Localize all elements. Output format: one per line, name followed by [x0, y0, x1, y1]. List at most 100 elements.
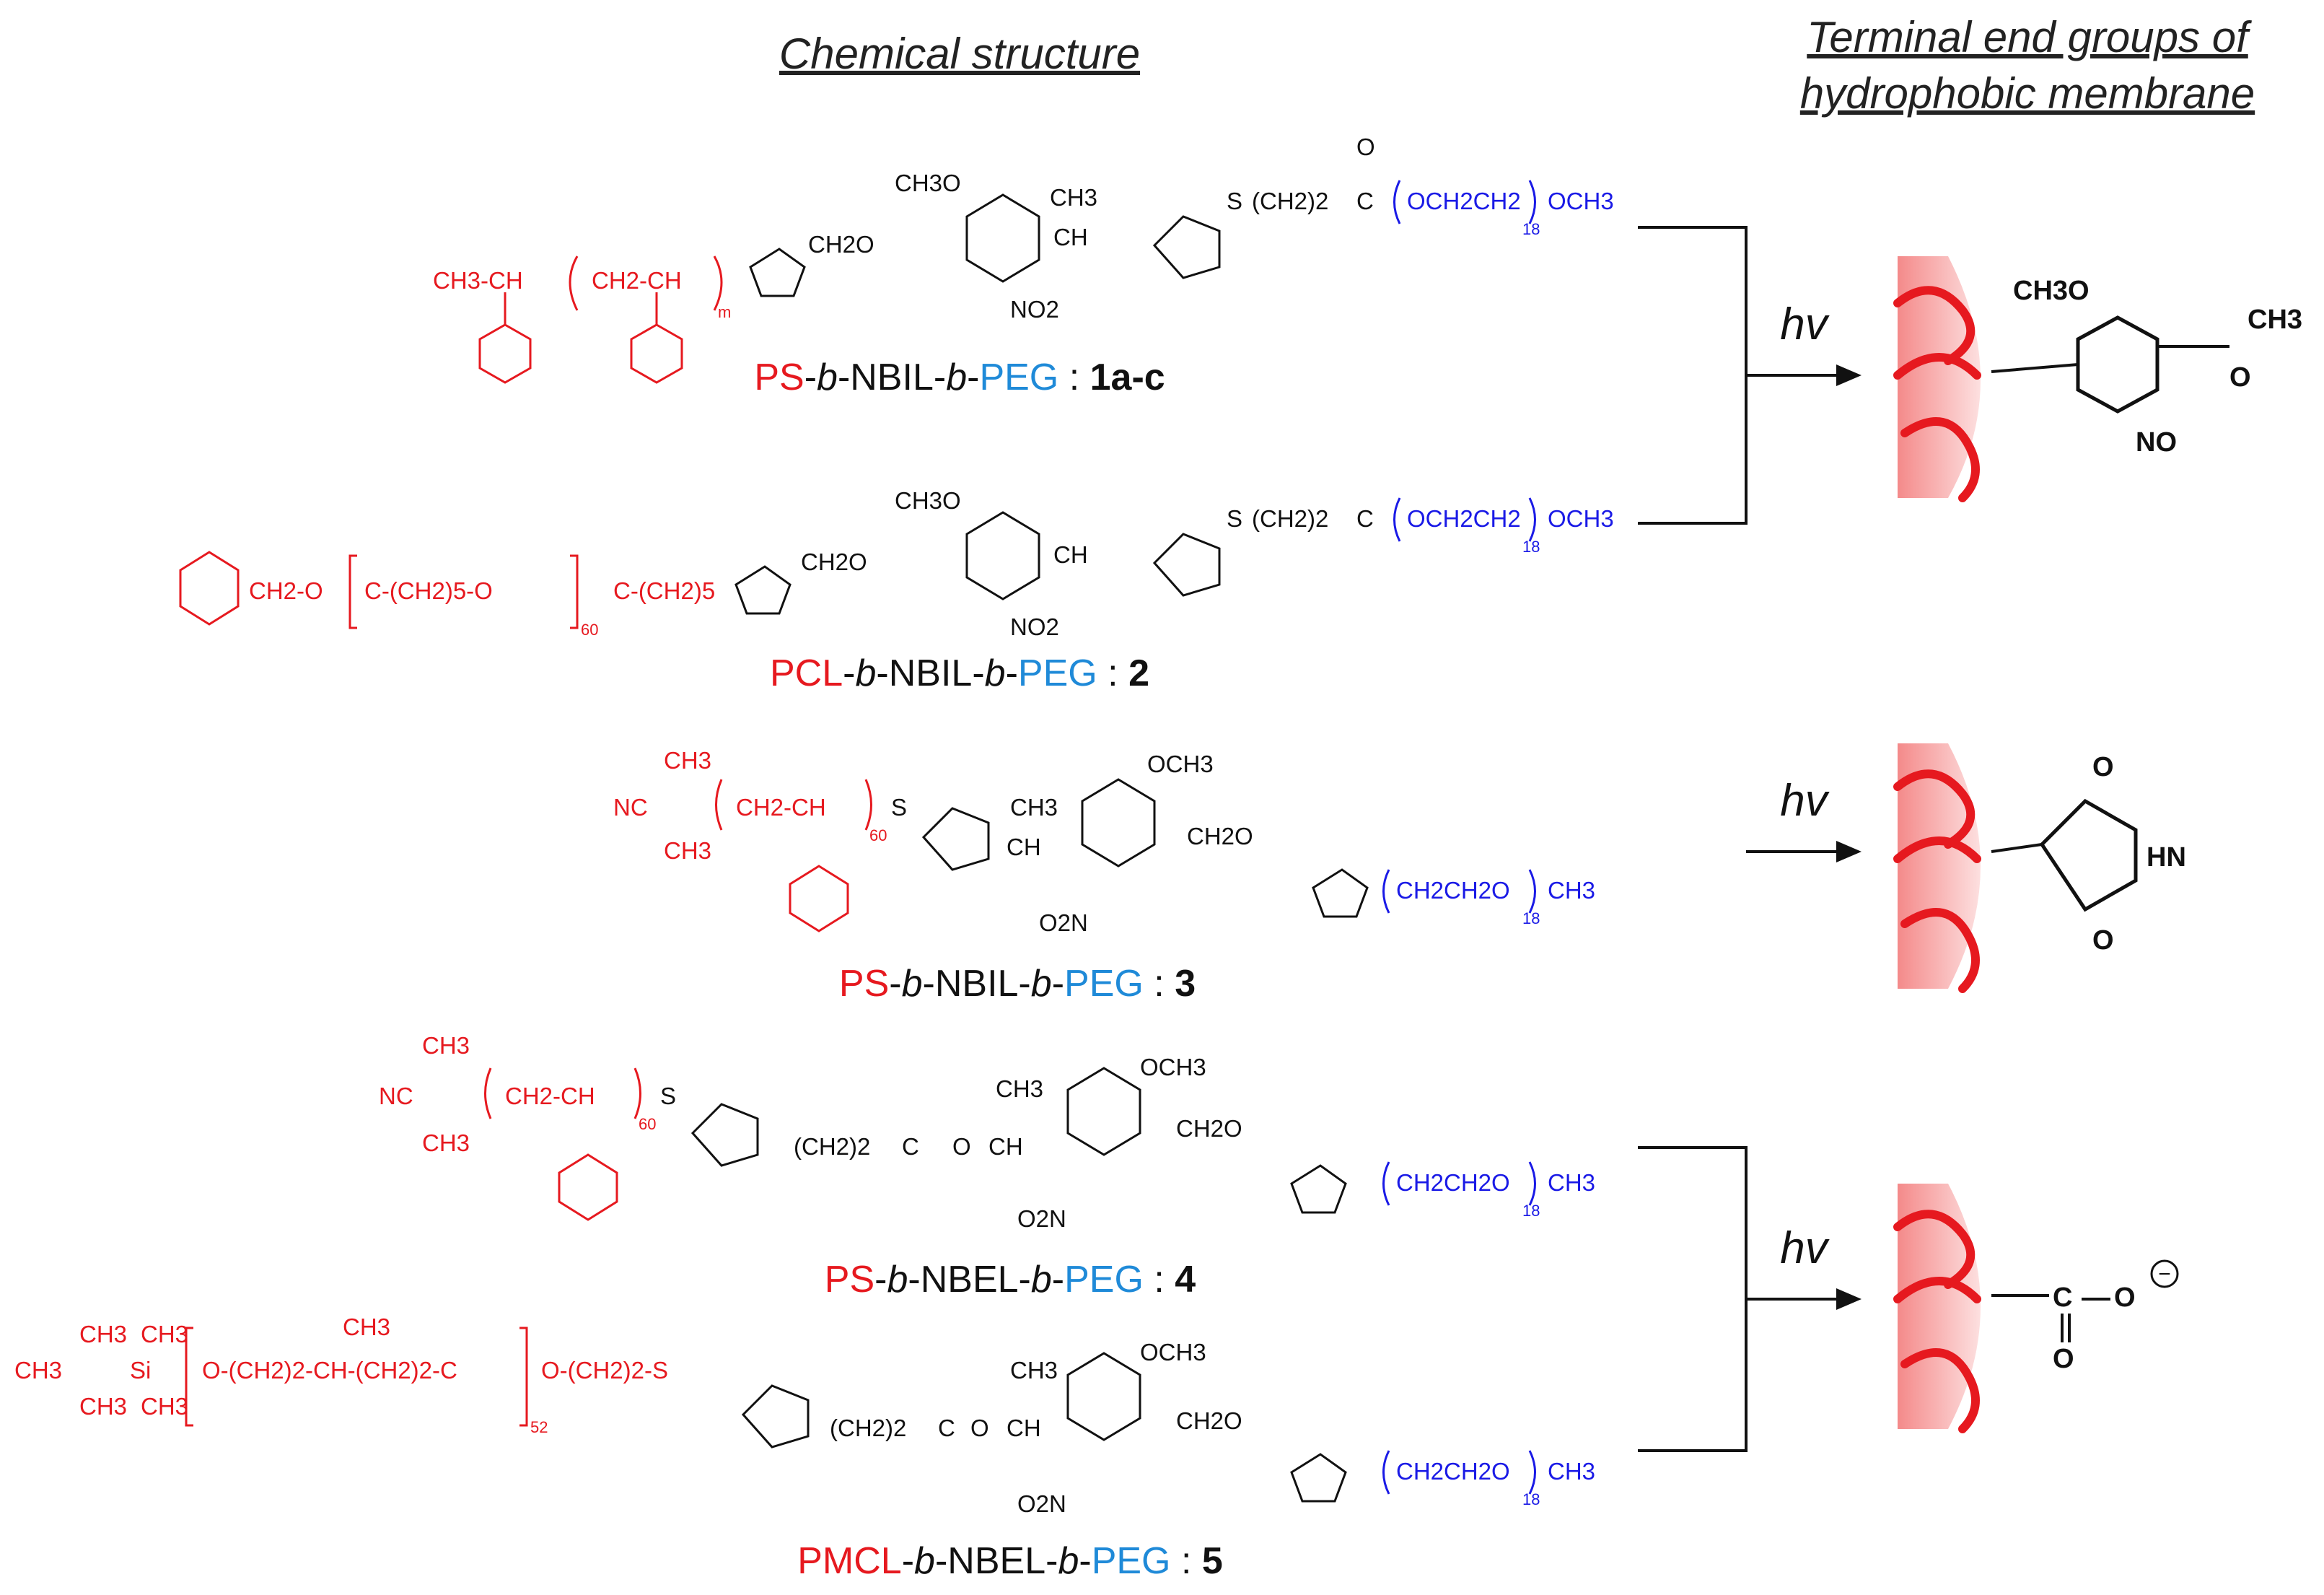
- phenyl-ring: [558, 1153, 618, 1221]
- pmcl-tail: O-(CH2)2-S: [541, 1357, 668, 1384]
- structure-compound-1: CH3-CH CH2-CH m CH2O CH3O NO2 CH CH3 S (…: [433, 134, 1614, 384]
- si-ch3-top: CH3: [141, 1321, 188, 1347]
- label-compound-4: PS-b-NBEL-b-PEG : 4: [825, 1259, 1196, 1301]
- ethylene: (CH2)2: [794, 1133, 870, 1160]
- prod-carboxylate-o: O: [2114, 1282, 2136, 1313]
- succinimide-ring: [1152, 215, 1221, 279]
- peg-brackets: [1393, 497, 1536, 542]
- ethylene: (CH2)2: [1252, 505, 1328, 532]
- pmcl-unit: O-(CH2)2-CH-(CH2)2-C: [202, 1357, 457, 1384]
- nc-group: NC: [379, 1083, 413, 1109]
- ps-head: CH3-CH: [433, 267, 523, 294]
- peg-n: 18: [1522, 1490, 1540, 1508]
- membrane-product-2: O HN O: [1893, 743, 2186, 993]
- ethylene: (CH2)2: [1252, 188, 1328, 214]
- prod-carboxyl-c: C: [2053, 1282, 2072, 1313]
- peg-unit: CH2CH2O: [1396, 877, 1510, 904]
- peg-n: 18: [1522, 909, 1540, 927]
- benzene-ring: [1066, 1352, 1141, 1441]
- phenyl-ring: [789, 865, 849, 932]
- ps-n: 60: [869, 826, 887, 844]
- triazole-ring: [1290, 1164, 1347, 1214]
- ps-brackets: [715, 779, 872, 831]
- nitro: O2N: [1039, 909, 1088, 936]
- structure-compound-2: CH2-O C-(CH2)5-O 60 C-(CH2)5 CH2O CH3O N…: [179, 487, 1614, 640]
- benzene-ring: [965, 511, 1040, 600]
- ps-brackets: [569, 255, 723, 311]
- triazole-ring: [1290, 1453, 1347, 1503]
- label-compound-5: PMCL-b-NBEL-b-PEG : 5: [797, 1540, 1223, 1582]
- peg-end: CH3: [1548, 877, 1595, 904]
- hv-label: hv: [1780, 1223, 1829, 1273]
- polymer-chains: [1893, 769, 1981, 993]
- ps-unit: CH2-CH: [505, 1083, 595, 1109]
- header-terminal-groups-line1: Terminal end groups of: [1807, 13, 2252, 61]
- peg-brackets: [1393, 180, 1536, 224]
- methoxy: CH3O: [895, 170, 961, 196]
- methoxy: OCH3: [1140, 1339, 1206, 1365]
- peg-end: CH3: [1548, 1169, 1595, 1196]
- carbonyl-c: C: [1356, 188, 1374, 214]
- nitro: O2N: [1017, 1205, 1066, 1232]
- peg-unit: OCH2CH2: [1407, 188, 1521, 214]
- prod-o-top: O: [2092, 752, 2114, 782]
- triazole-ring: [749, 248, 806, 297]
- carbonyl-c: C: [1356, 505, 1374, 532]
- label-compound-2: PCL-b-NBIL-b-PEG : 2: [770, 652, 1149, 694]
- tbu-ch3: CH3: [14, 1357, 62, 1384]
- phenyl-ring: [478, 323, 532, 384]
- tbu-ch3-top: CH3: [79, 1321, 127, 1347]
- ch-group: CH: [988, 1133, 1023, 1160]
- membrane-product-3: C O − O: [1893, 1184, 2179, 1433]
- peg-brackets: [1382, 1161, 1536, 1206]
- polymer-chains: [1893, 1210, 1981, 1433]
- reaction-connector-2: hv: [1746, 776, 1862, 862]
- ps-n: 60: [639, 1115, 656, 1133]
- ps-unit: CH2-CH: [592, 267, 682, 294]
- benzene-ring: [1081, 778, 1156, 868]
- sulfur: S: [1227, 505, 1242, 532]
- ps-unit: CH2-CH: [736, 794, 826, 821]
- peg-n: 18: [1522, 220, 1540, 238]
- si-ch3-bottom: CH3: [141, 1393, 188, 1420]
- ch-group: CH: [1007, 1415, 1041, 1441]
- structure-compound-4: NC CH3 CH3 CH2-CH 60 S (CH2)2 C O CH CH3…: [379, 1032, 1595, 1232]
- pcl-unit: C-(CH2)5-O: [364, 577, 493, 604]
- ps-brackets: [484, 1067, 641, 1119]
- pcl-tail: C-(CH2)5: [613, 577, 715, 604]
- carbonyl-c: C: [902, 1133, 919, 1160]
- ch2o-link: CH2O: [1176, 1407, 1242, 1434]
- ester-o: O: [970, 1415, 989, 1441]
- ch2o-link: CH2O: [808, 231, 874, 258]
- succinimide-ring: [690, 1103, 759, 1167]
- prod-carbonyl-o: O: [2053, 1344, 2074, 1374]
- reaction-connector-3: hv: [1638, 1146, 1862, 1452]
- succinimide-ring: [2039, 798, 2138, 912]
- ch-group: CH: [1007, 834, 1041, 860]
- nitro: O2N: [1017, 1490, 1066, 1517]
- nitro: NO2: [1010, 613, 1059, 640]
- header-terminal-groups-line2: hydrophobic membrane: [1800, 69, 2255, 118]
- arrowhead: [1836, 1288, 1862, 1310]
- phenyl-ring: [630, 323, 683, 384]
- pcl-brackets: [348, 554, 579, 629]
- prod-methyl: CH3: [2248, 305, 2302, 335]
- peg-end: OCH3: [1548, 188, 1614, 214]
- cme2-bottom: CH3: [422, 1129, 470, 1156]
- peg-n: 18: [1522, 1202, 1540, 1220]
- peg-n: 18: [1522, 538, 1540, 556]
- cme2-bottom: CH3: [664, 837, 711, 864]
- hv-label: hv: [1780, 776, 1829, 826]
- arrowhead: [1836, 841, 1862, 862]
- benzene-ring: [1066, 1067, 1141, 1156]
- peg-brackets: [1382, 1450, 1536, 1495]
- polymer-chains: [1893, 286, 1981, 502]
- prod-nitroso: NO: [2136, 427, 2177, 458]
- succinimide-ring: [741, 1384, 810, 1448]
- carbonyl-c: C: [938, 1415, 955, 1441]
- pcl-head: CH2-O: [249, 577, 323, 604]
- reaction-connector-1: hv: [1638, 226, 1862, 525]
- methoxy: OCH3: [1140, 1054, 1206, 1080]
- grouping-bracket: [1638, 226, 1748, 525]
- ch-group: CH: [1053, 224, 1088, 250]
